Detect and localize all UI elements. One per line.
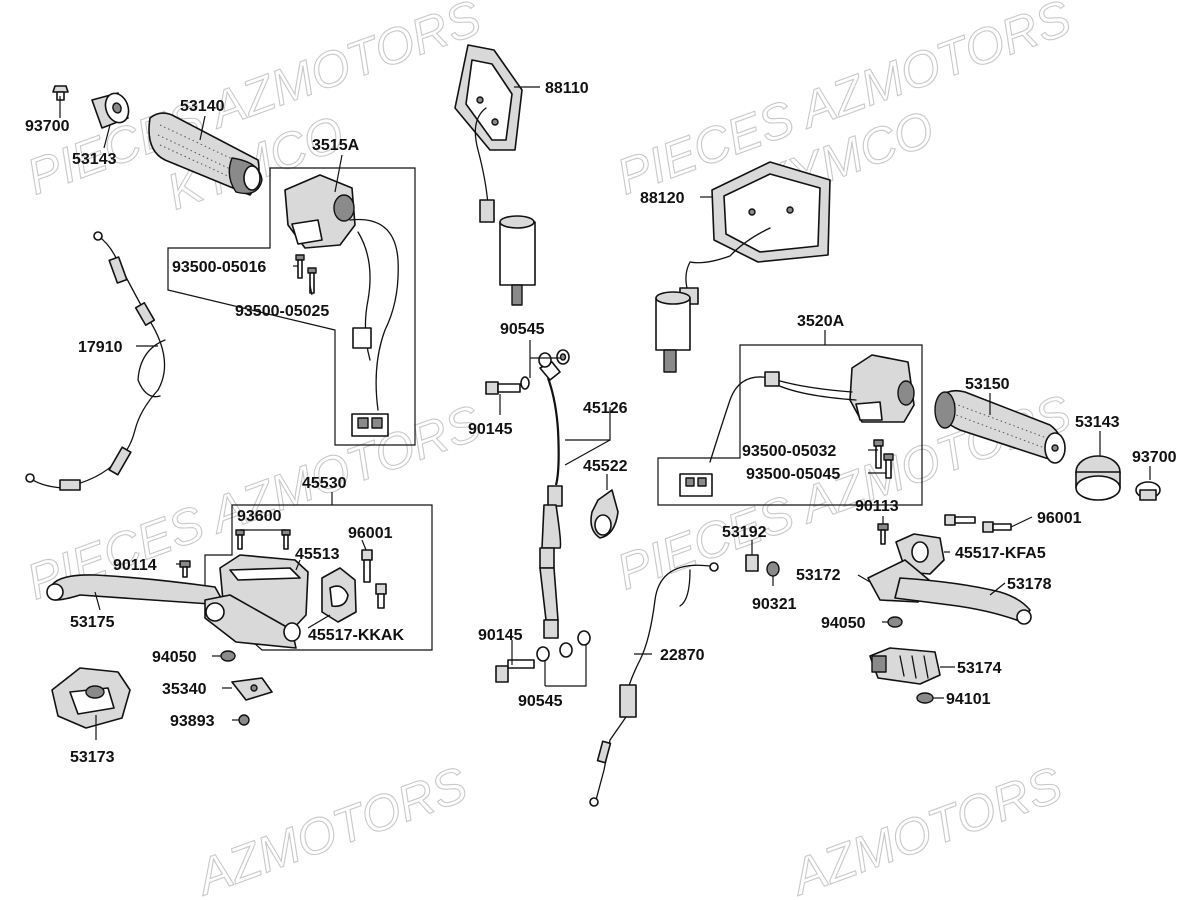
screw-90113 (877, 523, 889, 545)
watermark-bottom-right: AZMOTORS (782, 756, 1069, 900)
label-35340: 35340 (162, 681, 207, 698)
label-93500-05016: 93500-05016 (172, 259, 266, 276)
screw-93500-05025 (307, 267, 317, 294)
part-labels: 93700 53143 53140 3515A 93500-05016 9350… (25, 80, 1177, 766)
label-90113: 90113 (855, 498, 899, 515)
label-94050-right: 94050 (821, 615, 866, 632)
label-53143-right: 53143 (1075, 414, 1120, 431)
label-90321: 90321 (752, 596, 797, 613)
nut-90321 (766, 561, 780, 577)
handlebar-switch-3520a (679, 354, 915, 497)
screw-93700-right (1135, 481, 1161, 501)
label-53172: 53172 (796, 567, 841, 584)
adjuster-53192 (745, 554, 759, 572)
bolts-96001-left (361, 549, 387, 609)
label-90545-top: 90545 (500, 321, 545, 338)
brake-lever-53175 (46, 574, 226, 606)
label-53175: 53175 (70, 614, 115, 631)
label-96001-right: 96001 (1037, 510, 1082, 527)
screw-93500-05016 (295, 254, 305, 279)
nut-94050-right (887, 616, 903, 628)
screw-93500-05045 (883, 453, 894, 479)
screws-93600 (235, 529, 291, 550)
label-88120: 88120 (640, 190, 685, 207)
bar-end-weight-53143-right (1075, 455, 1121, 501)
label-45517-kfa5: 45517-KFA5 (955, 545, 1046, 562)
clamp-45517-kkak (321, 567, 357, 623)
label-53178: 53178 (1007, 576, 1052, 593)
label-53143-left: 53143 (72, 151, 117, 168)
label-45513: 45513 (295, 546, 340, 563)
switch-53174 (869, 647, 941, 685)
hose-clip-45522 (590, 489, 619, 539)
mirror-88110 (454, 44, 536, 306)
brake-switch-35340 (231, 677, 273, 701)
throttle-grip-53140 (148, 112, 263, 196)
label-93500-05045: 93500-05045 (746, 466, 840, 483)
screw-93893 (238, 714, 250, 726)
label-53173: 53173 (70, 749, 115, 766)
bar-end-weight-53143-left (91, 92, 130, 129)
nut-94050-left (220, 650, 236, 662)
banjo-bolt-90145-top (485, 376, 530, 395)
label-53192: 53192 (722, 524, 767, 541)
label-53150: 53150 (965, 376, 1010, 393)
label-93500-05032: 93500-05032 (742, 443, 836, 460)
group-outline-3520a (657, 344, 923, 506)
label-88110: 88110 (545, 80, 589, 97)
label-90145-bottom: 90145 (478, 627, 523, 644)
label-45530: 45530 (302, 475, 347, 492)
label-93893: 93893 (170, 713, 215, 730)
label-90545-bottom: 90545 (518, 693, 563, 710)
washers-90545-bottom (536, 630, 591, 662)
banjo-bolt-90145-bottom (495, 659, 535, 683)
screw-90114 (179, 560, 191, 578)
group-outline-3515a (167, 167, 416, 446)
label-94101: 94101 (946, 691, 991, 708)
brake-hose-45126 (539, 361, 563, 639)
label-96001-left: 96001 (348, 525, 393, 542)
master-cylinder-45513 (204, 554, 309, 649)
mirror-88120 (655, 161, 831, 373)
washers-90545-top (538, 349, 570, 368)
bolts-96001-right (944, 514, 1012, 533)
grip-53150 (934, 389, 1066, 464)
throttle-cable-17910 (25, 231, 166, 491)
label-53174: 53174 (957, 660, 1002, 677)
holder-53173 (51, 667, 131, 729)
label-53140: 53140 (180, 98, 225, 115)
cable-22870 (589, 562, 719, 807)
label-45517-kkak: 45517-KKAK (308, 627, 404, 644)
label-3520a: 3520A (797, 313, 845, 330)
leader-lines (59, 86, 1151, 740)
label-93700-left: 93700 (25, 118, 70, 135)
label-94050-left: 94050 (152, 649, 197, 666)
label-90145-top: 90145 (468, 421, 513, 438)
label-22870: 22870 (660, 647, 705, 664)
handlebar-switch-3515a (284, 174, 399, 437)
watermark-bottom-left: AZMOTORS (187, 756, 474, 900)
label-17910: 17910 (78, 339, 123, 356)
label-93500-05025: 93500-05025 (235, 303, 329, 320)
label-90114: 90114 (113, 557, 157, 574)
label-93600: 93600 (237, 508, 282, 525)
label-3515a: 3515A (312, 137, 360, 154)
screw-93500-05032 (873, 439, 884, 469)
label-45126: 45126 (583, 400, 628, 417)
washer-94101 (916, 692, 934, 704)
label-93700-right: 93700 (1132, 449, 1177, 466)
label-45522: 45522 (583, 458, 628, 475)
clutch-lever-53178 (894, 577, 1032, 625)
